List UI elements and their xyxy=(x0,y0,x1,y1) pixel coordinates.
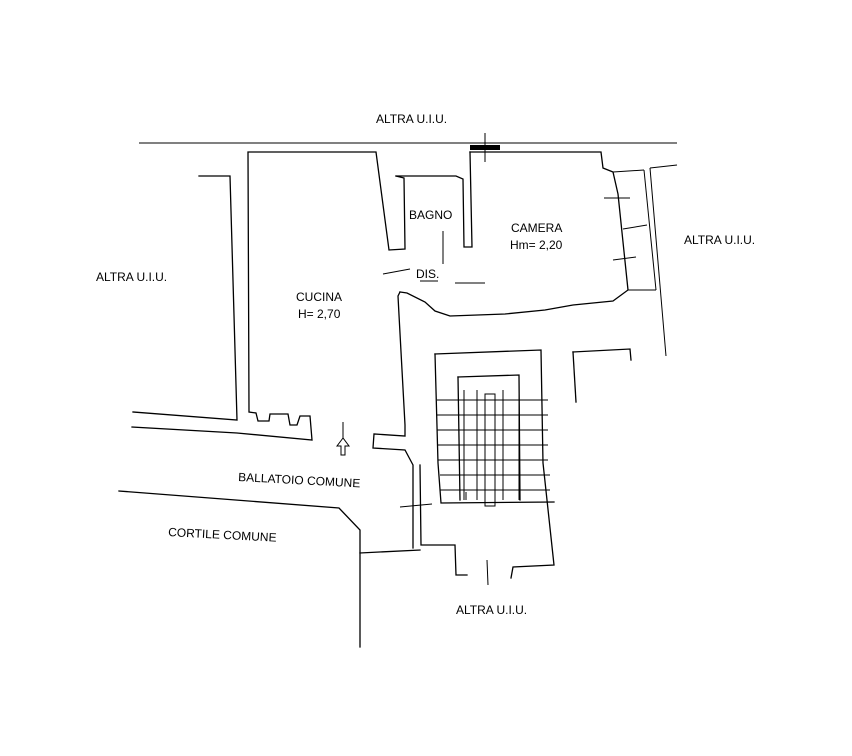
label-altra-left: ALTRA U.I.U. xyxy=(96,270,167,284)
camera-walls xyxy=(399,151,678,357)
bottom-passage xyxy=(399,464,489,586)
courtyard-lines xyxy=(118,490,421,648)
entrance-arrow-icon xyxy=(336,422,350,456)
label-ballatoio: BALLATOIO COMUNE xyxy=(238,470,361,490)
label-cucina-height: H= 2,70 xyxy=(298,307,341,321)
label-altra-bottom: ALTRA U.I.U. xyxy=(456,603,527,617)
label-cortile: CORTILE COMUNE xyxy=(168,525,277,545)
bagno-walls xyxy=(395,151,473,264)
label-camera: CAMERA xyxy=(511,221,562,235)
top-boundary xyxy=(139,133,677,162)
label-altra-right: ALTRA U.I.U. xyxy=(684,233,755,247)
label-bagno: BAGNO xyxy=(409,208,452,222)
cucina-walls xyxy=(131,151,414,549)
label-altra-top: ALTRA U.I.U. xyxy=(376,112,447,126)
right-fragment xyxy=(572,348,632,403)
label-camera-height: Hm= 2,20 xyxy=(510,238,563,252)
staircase xyxy=(434,349,555,579)
label-cucina: CUCINA xyxy=(296,290,342,304)
dis-marks xyxy=(382,268,485,284)
label-dis: DIS. xyxy=(416,267,439,281)
